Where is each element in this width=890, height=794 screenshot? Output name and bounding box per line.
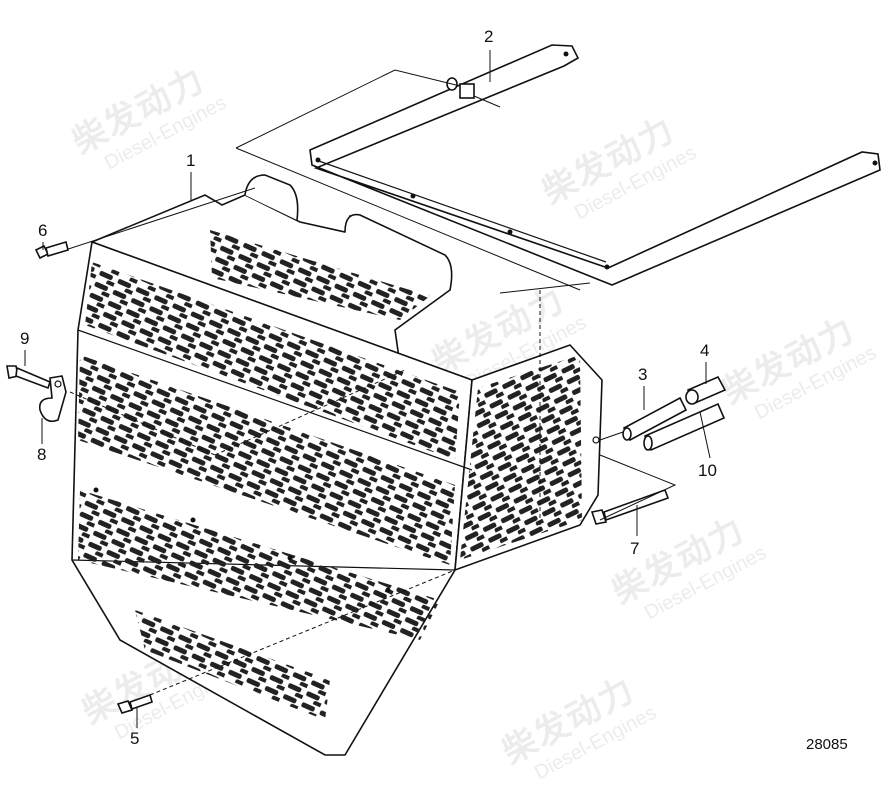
support-bracket-frame (309, 44, 881, 286)
bolt-5 (116, 693, 153, 714)
clamp-8 (38, 375, 67, 423)
bolt-7 (590, 454, 677, 525)
spacer-3 (599, 396, 688, 442)
document-number: 28085 (806, 736, 848, 753)
spacer-10 (643, 402, 726, 452)
bolt-9 (6, 365, 51, 390)
spacer-4 (685, 375, 727, 405)
callout-3: 3 (638, 365, 648, 384)
callout-6: 6 (38, 221, 48, 240)
parts-diagram (6, 44, 881, 756)
callout-10: 10 (698, 461, 717, 480)
callout-1: 1 (186, 151, 196, 170)
callout-4: 4 (700, 341, 710, 360)
perforated-guard-cover (71, 174, 603, 756)
callout-9: 9 (20, 329, 30, 348)
bolt-6 (34, 240, 69, 260)
callout-8: 8 (37, 445, 47, 464)
callout-2: 2 (484, 27, 494, 46)
callout-7: 7 (630, 539, 640, 558)
callout-5: 5 (130, 729, 140, 748)
